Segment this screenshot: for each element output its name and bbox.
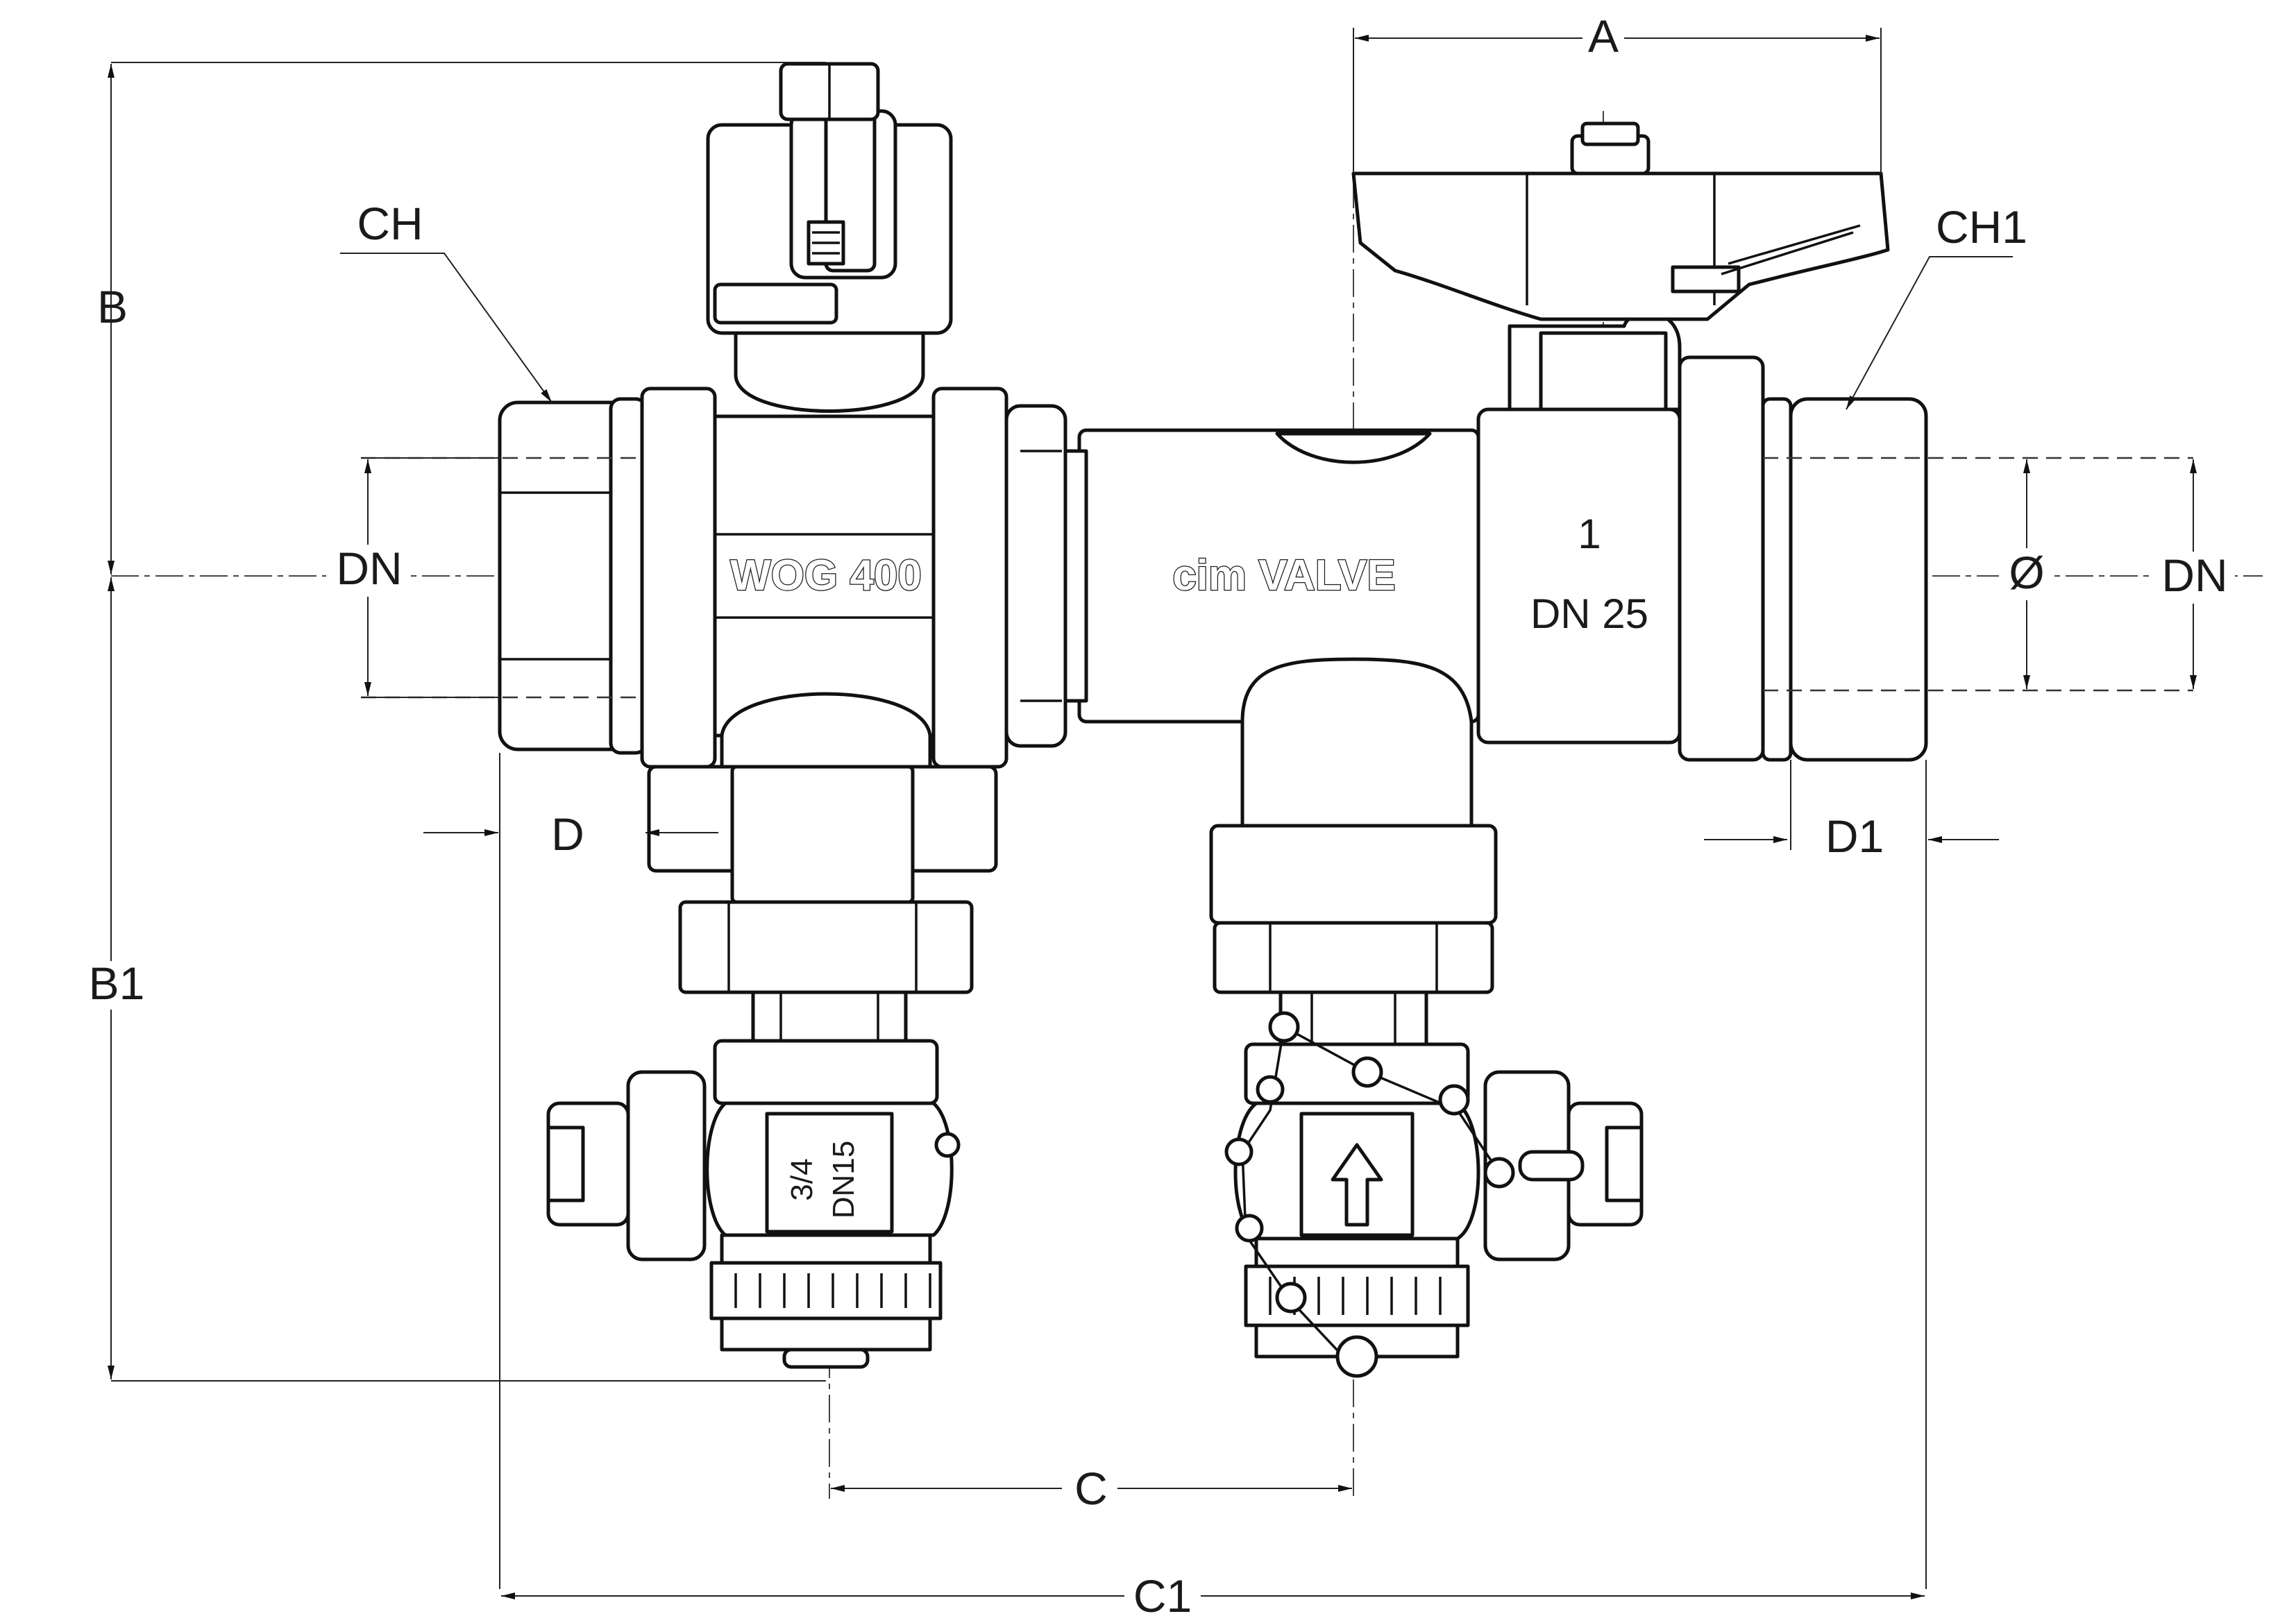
left-drain-assembly bbox=[546, 765, 998, 1369]
left-actuator-head bbox=[706, 62, 953, 335]
right-drain-assembly bbox=[1209, 824, 1644, 1378]
dim-label-d1: D1 bbox=[1825, 810, 1884, 862]
dim-label-ch: CH bbox=[357, 198, 423, 249]
dim-label-a: A bbox=[1588, 10, 1619, 62]
left-valve-body bbox=[640, 331, 1067, 779]
right-valve-body bbox=[1476, 310, 2193, 762]
left-valve-rating: WOG 400 bbox=[730, 552, 922, 600]
center-lines bbox=[111, 62, 2263, 1499]
drain-fraction: 3/4 bbox=[785, 1158, 819, 1200]
dim-label-b: B bbox=[97, 281, 128, 332]
drain-size: DN15 bbox=[827, 1141, 861, 1219]
dim-label-ch1: CH1 bbox=[1936, 201, 2027, 253]
right-valve-size: DN 25 bbox=[1530, 590, 1648, 637]
right-valve-number: 1 bbox=[1578, 511, 1601, 557]
dim-label-diameter: Ø bbox=[2009, 547, 2044, 598]
right-butterfly-handle bbox=[1351, 121, 1890, 321]
dim-label-dn-left: DN bbox=[336, 543, 402, 594]
manifold-brand: cim VALVE bbox=[1172, 552, 1396, 600]
dimension-labels: B B1 A CH CH1 DN Ø DN D D1 C C1 bbox=[89, 10, 2235, 1622]
dim-label-c: C bbox=[1074, 1463, 1108, 1514]
dim-label-dn-right: DN bbox=[2161, 550, 2227, 601]
dim-label-c1: C1 bbox=[1133, 1570, 1192, 1622]
manifold-body bbox=[1063, 428, 1480, 828]
dim-label-d: D bbox=[551, 808, 584, 860]
dim-label-b1: B1 bbox=[89, 958, 145, 1009]
body-markings: WOG 400 cim VALVE 1 DN 25 3/4 DN15 bbox=[729, 511, 1648, 1219]
